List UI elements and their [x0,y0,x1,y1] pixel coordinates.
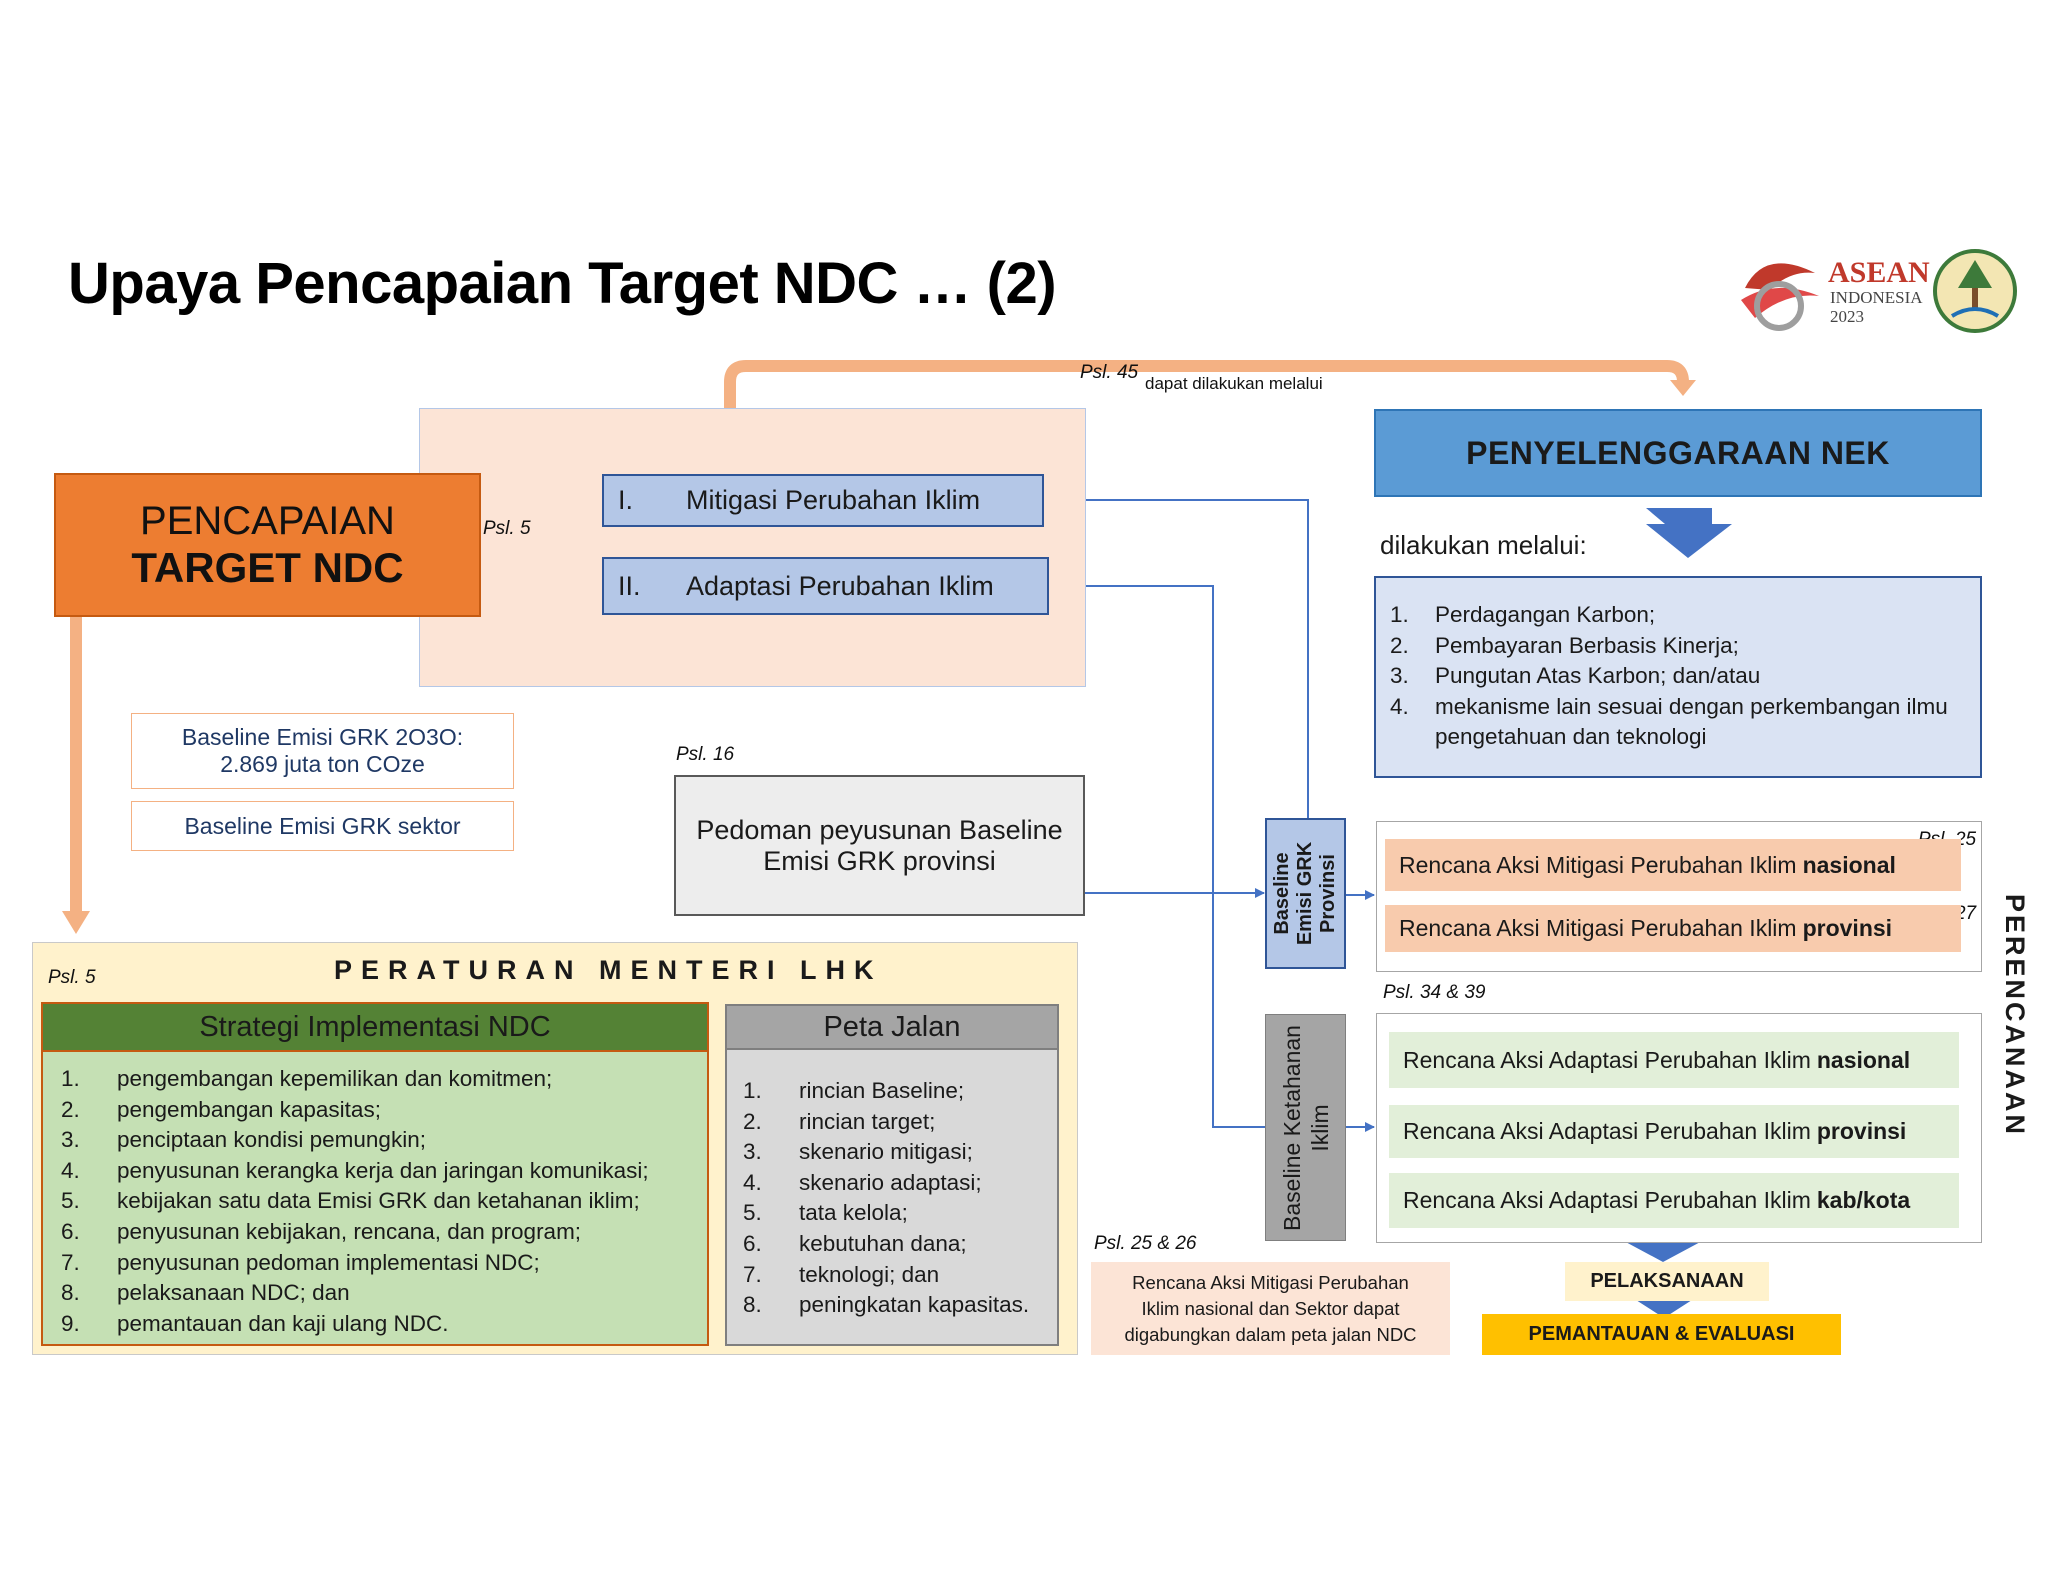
strategi-item: 3.penciptaan kondisi pemungkin; [61,1127,426,1153]
peta-item: 7.teknologi; dan [743,1261,940,1287]
adaptasi-item: II. Adaptasi Perubahan Iklim [602,557,1049,615]
baseline-emisi-2030-line2: 2.869 juta ton COze [220,751,425,777]
asean-logo-icon [1741,263,1819,331]
baseline-ketahanan-line1: Baseline Ketahanan [1278,1024,1305,1231]
peta-item: 8.peningkatan kapasitas. [743,1292,1030,1318]
mitigasi-num: I. [618,485,634,515]
pemantauan-evaluasi-box: PEMANTAUAN & EVALUASI [1482,1314,1841,1355]
psl-16-label: Psl. 16 [676,744,735,765]
dapat-dilakukan-label: dapat dilakukan melalui [1145,374,1323,393]
note-line1: Rencana Aksi Mitigasi Perubahan [1132,1271,1409,1293]
psl-5-label: Psl. 5 [483,518,531,539]
strategi-implementasi-list: 1.pengembangan kepemilikan dan komitmen;… [41,1052,709,1346]
baseline-ketahanan-iklim-box: Baseline Ketahanan Iklim [1265,1014,1346,1241]
pencapaian-line2: TARGET NDC [131,543,404,591]
upaya-group-panel [419,408,1086,687]
logo-asean-text: ASEAN [1828,256,1930,289]
psl-5-peraturan-label: Psl. 5 [48,967,96,988]
nek-item: 3.Pungutan Atas Karbon; dan/atau [1390,663,1761,688]
peta-item: 2.rincian target; [743,1108,936,1134]
pencapaian-target-ndc-box: PENCAPAIAN TARGET NDC [54,473,481,617]
strategi-implementasi-heading: Strategi Implementasi NDC [41,1002,709,1052]
peta-item: 3.skenario mitigasi; [743,1139,973,1165]
strategi-item: 6.penyusunan kebijakan, rencana, dan pro… [61,1218,582,1244]
peta-jalan-list: 1.rincian Baseline; 2.rincian target; 3.… [725,1050,1059,1346]
baseline-emisi-provinsi-box: Baseline Emisi GRK Provinsi [1265,818,1346,969]
baseline-emisi-sektor-label: Baseline Emisi GRK sektor [184,812,461,839]
peta-item: 1.rincian Baseline; [743,1078,965,1103]
psl-34-39-label: Psl. 34 & 39 [1383,982,1486,1003]
psl45-arrowhead [1670,380,1696,396]
nek-mechanism-list: 1.Perdagangan Karbon; 2.Pembayaran Berba… [1374,576,1982,778]
pedoman-baseline-box: Pedoman peyusunan Baseline Emisi GRK pro… [674,775,1085,916]
pencapaian-down-arrowhead [62,911,90,934]
strategi-item: 4.penyusunan kerangka kerja dan jaringan… [61,1157,649,1183]
pedoman-line2: Emisi GRK provinsi [763,845,996,876]
logo-year-text: 2023 [1830,307,1864,326]
logo-indonesia-text: INDONESIA [1830,288,1923,307]
penyelenggaraan-nek-heading: PENYELENGGARAAN NEK [1374,409,1982,497]
baseline-provinsi-line2: Emisi GRK [1294,841,1317,946]
psl45-curve-arrow [724,360,1689,408]
strategi-item: 7.penyusunan pedoman implementasi NDC; [61,1249,540,1275]
pencapaian-line1: PENCAPAIAN [140,498,395,543]
dilakukan-melalui-label: dilakukan melalui: [1380,530,1587,560]
pencapaian-down-shaft [70,617,82,913]
note-line3: digabungkan dalam peta jalan NDC [1124,1323,1417,1345]
peta-jalan-note-box: Rencana Aksi Mitigasi Perubahan Iklim na… [1091,1262,1450,1355]
note-line2: Iklim nasional dan Sektor dapat [1141,1297,1400,1319]
baseline-provinsi-line1: Baseline [1271,852,1294,935]
adaptasi-num: II. [618,570,641,601]
pedoman-line1: Pedoman peyusunan Baseline [696,814,1063,845]
peta-jalan-heading: Peta Jalan [725,1004,1059,1050]
strategi-item: 2.pengembangan kapasitas; [61,1096,381,1122]
psl-45-label: Psl. 45 [1080,362,1139,383]
baseline-emisi-2030-box: Baseline Emisi GRK 2O3O: 2.869 juta ton … [131,713,514,789]
strategi-item: 9.pemantauan dan kaji ulang NDC. [61,1310,449,1336]
baseline-ketahanan-line2: Iklim [1306,1103,1333,1152]
mitigasi-link [1086,499,1309,818]
strategi-item: 1.pengembangan kepemilikan dan komitmen; [61,1066,553,1091]
baseline-provinsi-line3: Provinsi [1317,854,1340,933]
peta-item: 5.tata kelola; [743,1200,908,1226]
mitigasi-label: Mitigasi Perubahan Iklim [686,485,981,515]
page-title: Upaya Pencapaian Target NDC … (2) [68,251,1057,316]
psl-25-26-label: Psl. 25 & 26 [1094,1233,1197,1254]
nek-item: 2.Pembayaran Berbasis Kinerja; [1390,632,1739,658]
baseline-emisi-2030-line1: Baseline Emisi GRK 2O3O: [181,724,464,750]
peta-item: 6.kebutuhan dana; [743,1230,967,1256]
nek-item: 4.mekanisme lain sesuai dengan perkemban… [1390,693,1948,719]
baseline-emisi-sektor-box: Baseline Emisi GRK sektor [131,801,514,851]
peta-item: 4.skenario adaptasi; [743,1169,982,1195]
mitigasi-item: I. Mitigasi Perubahan Iklim [602,474,1044,527]
nek-item: 1.Perdagangan Karbon; [1390,602,1656,627]
nek-item: pengetahuan dan teknologi [1435,724,1707,749]
peraturan-menteri-title: PERATURAN MENTERI LHK [334,955,883,985]
perencanaan-label: PERENCANAAN [2000,894,2030,1138]
klhk-seal-icon [1933,249,2017,333]
pelaksanaan-box: PELAKSANAAN [1565,1262,1769,1301]
adaptasi-label: Adaptasi Perubahan Iklim [686,570,994,601]
strategi-item: 5.kebijakan satu data Emisi GRK dan keta… [61,1188,640,1214]
nek-down-arrow [1646,508,1732,558]
strategi-item: 8.pelaksanaan NDC; dan [61,1280,350,1306]
